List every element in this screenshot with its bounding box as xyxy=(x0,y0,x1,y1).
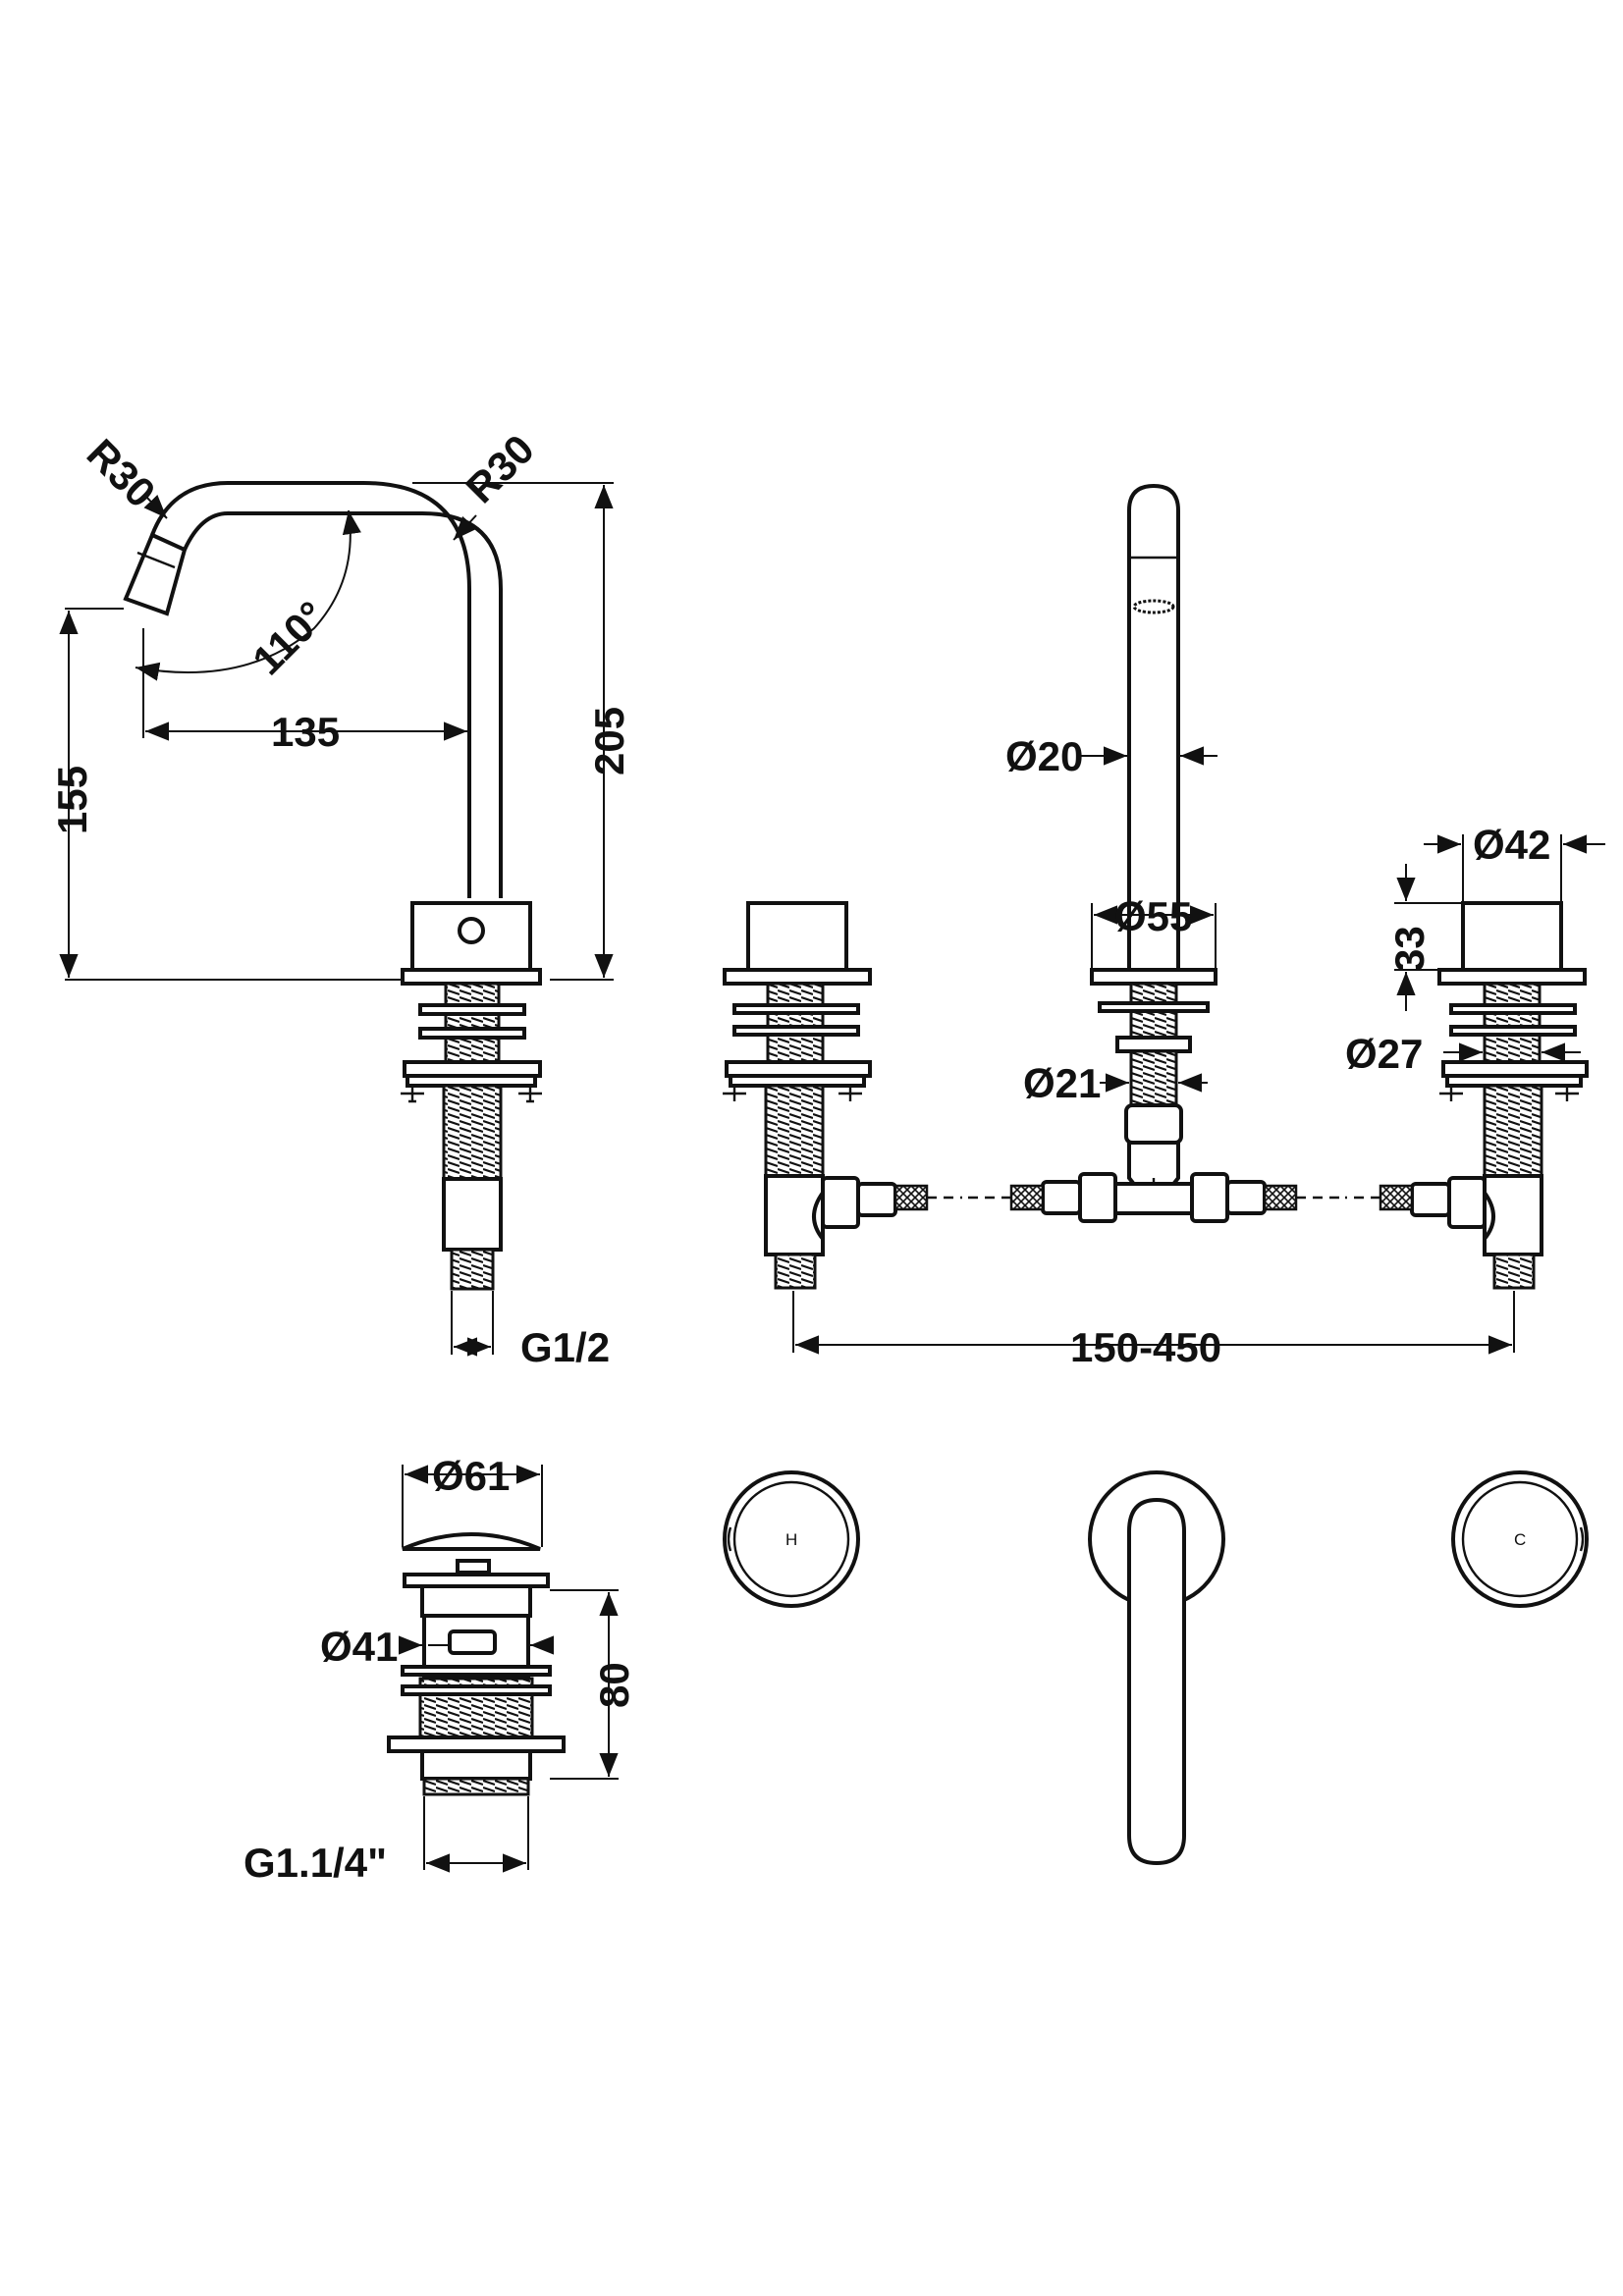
waste-cap-diameter-label: Ø61 xyxy=(432,1453,510,1499)
radius-right-label: R30 xyxy=(457,426,543,512)
hot-handle-label: H xyxy=(785,1530,797,1549)
spout-shank-diameter-label: Ø21 xyxy=(1023,1060,1101,1106)
overall-height-label: 205 xyxy=(586,707,632,775)
outlet-height-label: 155 xyxy=(49,766,95,834)
inlet-thread-label: G1/2 xyxy=(520,1324,610,1370)
front-view-dimensions: Ø20 Ø55 Ø21 Ø42 33 Ø27 150-450 xyxy=(792,733,1605,1370)
cold-handle-label: C xyxy=(1514,1530,1526,1549)
centres-range-label: 150-450 xyxy=(1070,1324,1221,1370)
reach-label: 135 xyxy=(271,709,340,755)
waste-height-label: 80 xyxy=(591,1662,637,1708)
front-view xyxy=(723,483,1589,1290)
spout-side-view xyxy=(123,481,542,1291)
hot-valve-front xyxy=(723,901,962,1290)
plan-view: H C xyxy=(723,1470,1589,1866)
spout-base-diameter-label: Ø55 xyxy=(1114,893,1192,939)
handle-height-label: 33 xyxy=(1386,926,1433,972)
angle-label: 110° xyxy=(243,592,335,683)
cold-handle-plan: C xyxy=(1451,1470,1589,1608)
cold-valve-front xyxy=(1345,901,1589,1290)
waste-body-diameter-label: Ø41 xyxy=(320,1624,398,1670)
spout-diameter-label: Ø20 xyxy=(1005,733,1083,779)
waste-thread-label: G1.1/4" xyxy=(243,1840,387,1886)
waste-dimensions: Ø61 Ø41 80 G1.1/4" xyxy=(243,1453,637,1886)
handle-diameter-label: Ø42 xyxy=(1473,822,1550,868)
spout-side-dimensions: R30 R30 110° 135 155 205 G1/2 xyxy=(49,426,632,1370)
spout-plan xyxy=(1088,1470,1225,1866)
hot-handle-plan: H xyxy=(723,1470,860,1608)
handle-shank-diameter-label: Ø27 xyxy=(1345,1031,1423,1077)
waste-side-view xyxy=(387,1532,566,1796)
